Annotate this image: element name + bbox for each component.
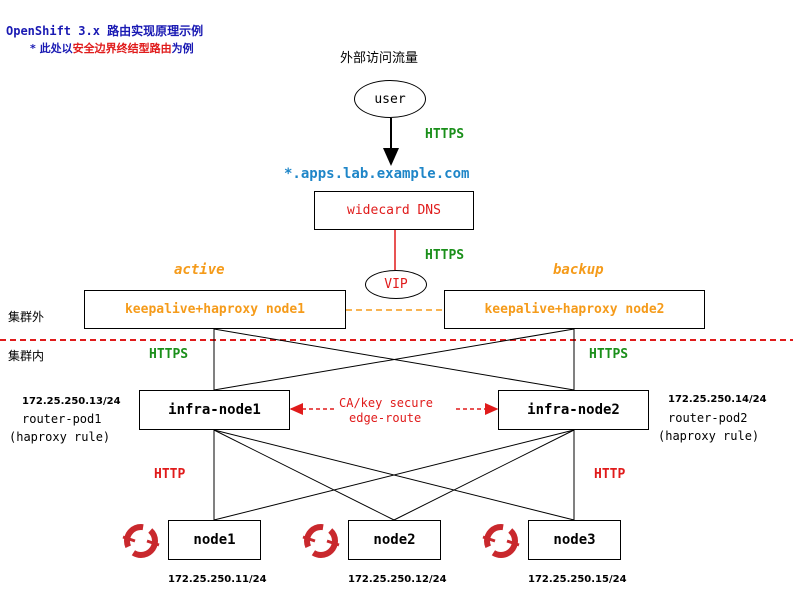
zone-inside-label: 集群内 [8,349,45,363]
node3-box: node3 [528,520,621,560]
infra1-pod: router-pod1 [22,412,102,426]
page-subtitle: * 此处以安全边界终结型路由为例 [30,43,194,54]
vip-label: VIP [384,277,408,292]
active-label: active [174,262,225,278]
user-label: user [374,91,406,107]
lb-infra-links [213,328,575,391]
lb-node1-box: keepalive+haproxy node1 [84,290,346,329]
infra2-ip: 172.25.250.14/24 [668,394,767,405]
node2-ip: 172.25.250.12/24 [348,574,447,585]
node1-label: node1 [193,532,236,548]
node1-ip: 172.25.250.11/24 [168,574,267,585]
backup-label: backup [553,262,604,278]
infra2-pod: router-pod2 [668,411,748,425]
infra2-rule: (haproxy rule) [658,429,760,443]
infra-node2-label: infra-node2 [527,402,620,418]
subtitle-highlight: 安全边界终结型路由 [72,42,172,55]
https-label-left: HTTPS [149,347,189,362]
infra-node2-box: infra-node2 [498,390,649,430]
lb-node2-box: keepalive+haproxy node2 [444,290,705,329]
infra1-ip: 172.25.250.13/24 [22,396,121,407]
lb-node1-label: keepalive+haproxy node1 [124,302,305,317]
https-label-mid: HTTPS [425,248,465,263]
node2-box: node2 [348,520,441,560]
https-label-top: HTTPS [425,127,465,142]
infra-node1-box: infra-node1 [139,390,290,430]
openshift-logo-icon [122,524,160,558]
http-label-left: HTTP [154,467,186,482]
https-label-right: HTTPS [589,347,629,362]
dns-label: widecard DNS [347,203,441,218]
lb-node2-label: keepalive+haproxy node2 [484,302,665,317]
dns-box: widecard DNS [314,191,474,230]
node2-label: node2 [373,532,416,548]
edge-route-line2: edge-route [349,411,422,425]
node3-label: node3 [553,532,596,548]
openshift-logo-icon [302,524,340,558]
infra1-rule: (haproxy rule) [9,430,111,444]
subtitle-prefix: * 此处以 [30,42,73,55]
node3-ip: 172.25.250.15/24 [528,574,627,585]
http-label-right: HTTP [594,467,626,482]
edge-route-line1: CA/key secure [339,396,433,410]
infra-node1-label: infra-node1 [168,402,261,418]
page-title: OpenShift 3.x 路由实现原理示例 [6,24,204,38]
infra-node-links [213,429,575,521]
user-node: user [354,80,426,118]
vip-node: VIP [365,270,427,299]
domain-label: *.apps.lab.example.com [284,166,470,182]
zone-outside-label: 集群外 [8,310,45,324]
openshift-logo-icon [482,524,520,558]
traffic-label: 外部访问流量 [340,51,419,66]
subtitle-suffix: 为例 [171,42,194,55]
node1-box: node1 [168,520,261,560]
